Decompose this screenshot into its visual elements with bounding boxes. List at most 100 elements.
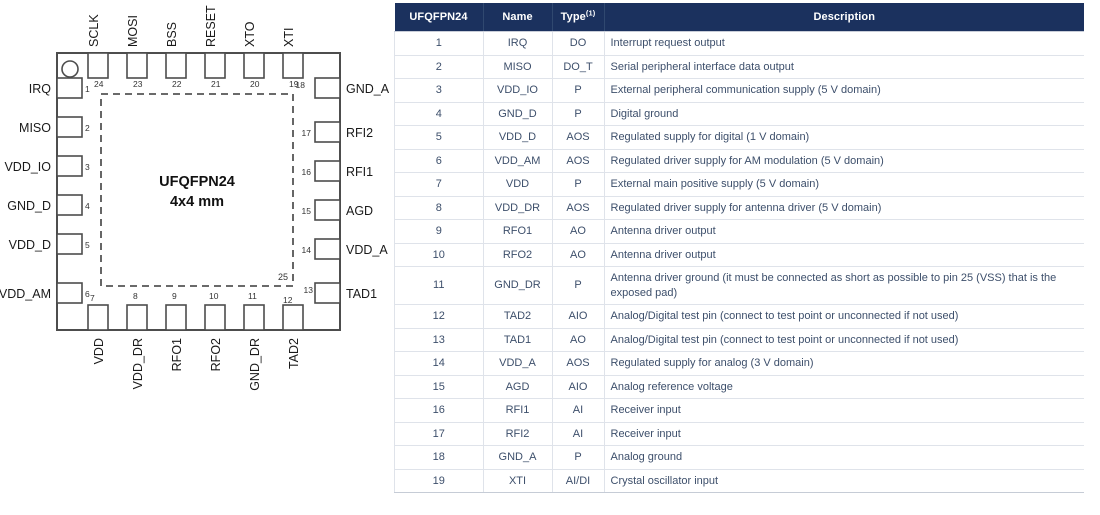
pin-description-cell: Antenna driver ground (it must be connec… bbox=[604, 266, 1084, 306]
pin-number-cell: 2 bbox=[394, 55, 484, 80]
pin-type-cell: P bbox=[552, 78, 605, 103]
pin-pad-1 bbox=[56, 77, 83, 99]
pin-number-2: 2 bbox=[85, 123, 90, 133]
pin-number-cell: 19 bbox=[394, 469, 484, 494]
pin-pad-4 bbox=[56, 194, 83, 216]
pin-type-cell: AIO bbox=[552, 375, 605, 400]
pin-label-reset: RESET bbox=[204, 5, 218, 47]
pin-description-cell: Crystal oscillator input bbox=[604, 469, 1084, 494]
pin-label-irq: IRQ bbox=[29, 82, 52, 96]
pin-label-rfo1: RFO1 bbox=[170, 338, 184, 371]
pin-label-vdd-dr: VDD_DR bbox=[131, 338, 145, 389]
pin-label-rfi2: RFI2 bbox=[346, 126, 373, 140]
pin-pad-24 bbox=[87, 52, 109, 79]
pin-type-cell: DO bbox=[552, 31, 605, 56]
pin-pad-16 bbox=[314, 160, 341, 182]
pin-pad-11 bbox=[243, 304, 265, 331]
pin-number-cell: 6 bbox=[394, 149, 484, 174]
pin-label-vdd-io: VDD_IO bbox=[4, 160, 51, 174]
pin-number-11: 11 bbox=[248, 291, 257, 301]
column-header-pin-number: UFQFPN24 bbox=[394, 3, 484, 32]
exposed-pad-outline bbox=[100, 93, 294, 287]
pin-number-5: 5 bbox=[85, 240, 90, 250]
pin-number-24: 24 bbox=[94, 79, 104, 89]
pin-description-cell: Regulated driver supply for AM modulatio… bbox=[604, 149, 1084, 174]
pin-description-cell: Antenna driver output bbox=[604, 219, 1084, 244]
pin-pad-12 bbox=[282, 304, 304, 331]
pin-number-cell: 18 bbox=[394, 445, 484, 470]
pin-pad-18 bbox=[314, 77, 341, 99]
pin-pad-3 bbox=[56, 155, 83, 177]
pin-type-cell: AOS bbox=[552, 351, 605, 376]
pin-number-cell: 14 bbox=[394, 351, 484, 376]
pin-description-cell: Analog ground bbox=[604, 445, 1084, 470]
pin-number-cell: 8 bbox=[394, 196, 484, 221]
pin-description-cell: Regulated supply for analog (3 V domain) bbox=[604, 351, 1084, 376]
pin-description-cell: Interrupt request output bbox=[604, 31, 1084, 56]
pin-name-cell: VDD_A bbox=[483, 351, 553, 376]
pin-name-cell: GND_A bbox=[483, 445, 553, 470]
pin-type-cell: AO bbox=[552, 328, 605, 353]
package-title-line1: UFQFPN24 bbox=[159, 174, 235, 190]
pin-type-cell: P bbox=[552, 172, 605, 197]
pin-description-cell: Antenna driver output bbox=[604, 243, 1084, 268]
pin-type-cell: AO bbox=[552, 219, 605, 244]
pin-number-19: 19 bbox=[289, 79, 299, 89]
pin-label-vdd-d: VDD_D bbox=[9, 238, 51, 252]
pin-label-xti: XTI bbox=[282, 28, 296, 47]
pin-label-gnd-a: GND_A bbox=[346, 82, 390, 96]
pin-number-23: 23 bbox=[133, 79, 143, 89]
pin-type-cell: AOS bbox=[552, 149, 605, 174]
pin-number-17: 17 bbox=[302, 128, 312, 138]
pin-number-20: 20 bbox=[250, 79, 260, 89]
pin-number-cell: 1 bbox=[394, 31, 484, 56]
pin-number-14: 14 bbox=[302, 245, 312, 255]
pin-label-rfi1: RFI1 bbox=[346, 165, 373, 179]
pin-number-9: 9 bbox=[172, 291, 177, 301]
package-pinout-diagram: 25 UFQFPN24 4x4 mm 24 23 22 21 20 19 SCL… bbox=[0, 0, 390, 515]
pin-name-cell: VDD_DR bbox=[483, 196, 553, 221]
pin-number-12: 12 bbox=[283, 295, 293, 305]
pin-name-cell: IRQ bbox=[483, 31, 553, 56]
pin-number-cell: 11 bbox=[394, 266, 484, 306]
pin-number-cell: 16 bbox=[394, 398, 484, 423]
pin-pad-22 bbox=[165, 52, 187, 79]
pin-name-cell: TAD1 bbox=[483, 328, 553, 353]
left-pins-group: 1 2 3 4 5 6 IRQ MISO VDD_IO GND_D VDD_D … bbox=[0, 77, 90, 304]
pin-type-cell: AOS bbox=[552, 196, 605, 221]
column-header-type-text: Type bbox=[560, 11, 586, 23]
pin-description-cell: Regulated supply for digital (1 V domain… bbox=[604, 125, 1084, 150]
pin-label-gnd-dr: GND_DR bbox=[248, 338, 262, 391]
pin-number-cell: 7 bbox=[394, 172, 484, 197]
pin-label-gnd-d: GND_D bbox=[7, 199, 51, 213]
exposed-pad-number: 25 bbox=[278, 272, 288, 282]
pin-description-cell: Analog/Digital test pin (connect to test… bbox=[604, 304, 1084, 329]
pin-pad-6 bbox=[56, 282, 83, 304]
pin-type-cell: AO bbox=[552, 243, 605, 268]
pin-label-tad2: TAD2 bbox=[287, 338, 301, 369]
pin-number-4: 4 bbox=[85, 201, 90, 211]
pin-label-miso: MISO bbox=[19, 121, 51, 135]
pin-name-cell: RFO1 bbox=[483, 219, 553, 244]
pin-label-vdd-a: VDD_A bbox=[346, 243, 388, 257]
pin-pad-2 bbox=[56, 116, 83, 138]
table-header-row: UFQFPN24 Name Type(1) Description bbox=[394, 3, 1084, 32]
pin-number-15: 15 bbox=[302, 206, 312, 216]
column-header-name: Name bbox=[483, 3, 553, 32]
pin-label-bss: BSS bbox=[165, 22, 179, 47]
pin-pad-14 bbox=[314, 238, 341, 260]
pin-label-agd: AGD bbox=[346, 204, 373, 218]
pin-pad-10 bbox=[204, 304, 226, 331]
pin-number-cell: 15 bbox=[394, 375, 484, 400]
